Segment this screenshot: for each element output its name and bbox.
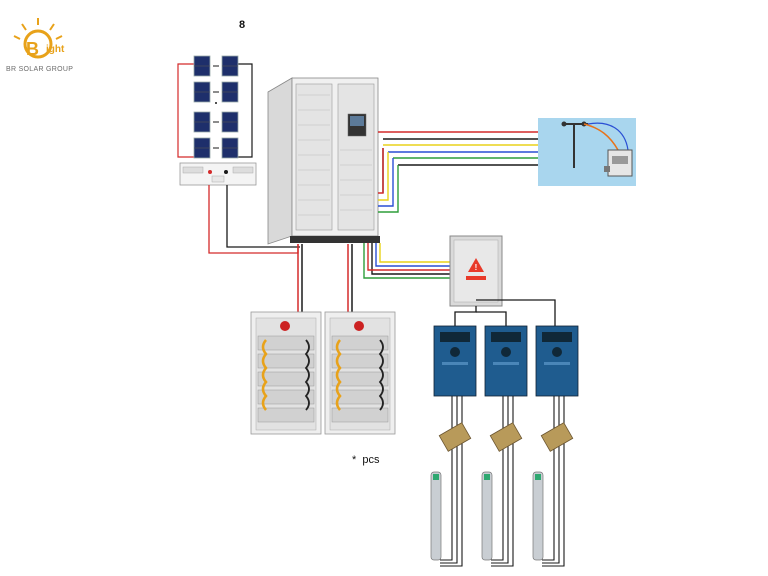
vfd-unit-2	[484, 325, 528, 397]
submersible-pump-2	[481, 471, 493, 561]
sun-logo-icon: B	[13, 18, 63, 59]
vfd-unit-3	[535, 325, 579, 397]
pump-wires	[440, 396, 565, 567]
cable-connector-2	[489, 422, 523, 452]
submersible-pump-1	[430, 471, 442, 561]
hybrid-inverter-cabinet	[267, 77, 380, 245]
solar-panel-icon	[193, 55, 239, 159]
svg-text:!: !	[475, 263, 478, 272]
grid-connection-panel	[538, 118, 636, 186]
battery-rack-2	[324, 311, 396, 435]
battery-wires	[297, 244, 353, 312]
logo-brand-text: ight	[46, 44, 65, 55]
panel-count-label: 8	[239, 19, 246, 31]
grid-wires	[378, 131, 538, 213]
load-wires	[363, 243, 450, 279]
combiner-box	[179, 162, 257, 186]
solar-panel-array	[177, 55, 257, 186]
cable-connector-1	[438, 422, 472, 452]
warning-icon	[468, 258, 484, 272]
vfd-unit-1	[433, 325, 477, 397]
distribution-box: !	[449, 235, 503, 307]
battery-count-label: * pcs	[352, 454, 380, 466]
logo-company-name: BR SOLAR GROUP	[6, 66, 74, 73]
svg-text:B: B	[26, 39, 39, 59]
cable-connector-3	[540, 422, 574, 452]
battery-rack-1	[250, 311, 322, 435]
submersible-pump-3	[532, 471, 544, 561]
brand-logo: B ight BR SOLAR GROUP	[6, 14, 76, 76]
vfd-feed-wires	[454, 299, 556, 326]
